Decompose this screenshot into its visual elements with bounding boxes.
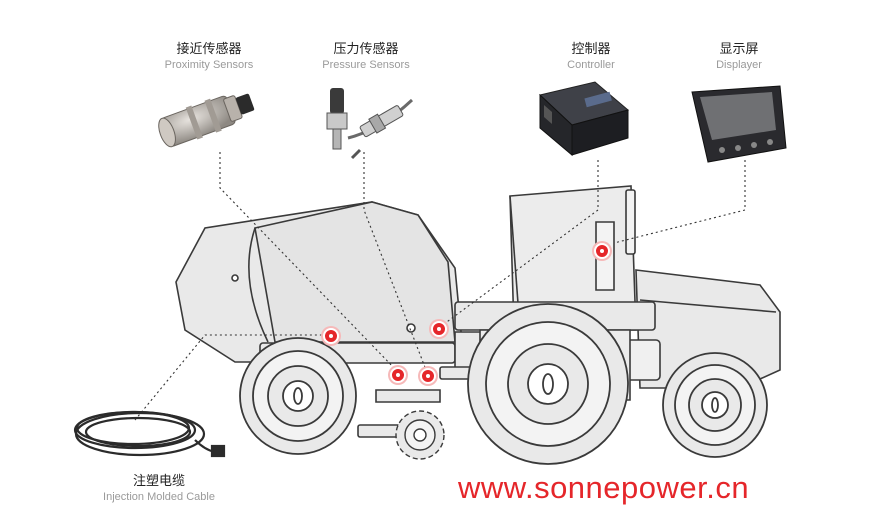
- tractor-front-wheel: [662, 352, 768, 458]
- label-controller: 控制器 Controller: [511, 42, 671, 72]
- marker-proximity[interactable]: [388, 365, 408, 385]
- baler-wheel: [239, 337, 357, 455]
- leader-lines: [134, 152, 746, 421]
- pickup-gear: [395, 410, 445, 460]
- label-cable-cn: 注塑电缆: [132, 474, 185, 489]
- marker-controller[interactable]: [429, 319, 449, 339]
- marker-pressure[interactable]: [418, 366, 438, 386]
- label-pressure-en: Pressure Sensors: [322, 59, 410, 71]
- label-cable: 注塑电缆 Injection Molded Cable: [64, 474, 254, 504]
- label-controller-en: Controller: [567, 59, 615, 71]
- proximity-sensor-image: [158, 93, 255, 148]
- label-display-en: Displayer: [716, 59, 762, 71]
- label-display-cn: 显示屏: [719, 42, 759, 57]
- marker-baler-side[interactable]: [321, 326, 341, 346]
- label-proximity-cn: 接近传感器: [176, 42, 242, 57]
- cable-image: [73, 410, 226, 458]
- tractor-rear-wheel: [467, 303, 629, 465]
- controller-image: [538, 81, 630, 157]
- label-proximity-sensors: 接近传感器 Proximity Sensors: [129, 42, 289, 72]
- label-cable-en: Injection Molded Cable: [103, 491, 215, 503]
- label-pressure-cn: 压力传感器: [333, 42, 399, 57]
- sensor-markers: [321, 241, 612, 386]
- label-display: 显示屏 Displayer: [659, 42, 819, 72]
- marker-display[interactable]: [592, 241, 612, 261]
- website-url[interactable]: www.sonnepower.cn: [458, 470, 750, 505]
- label-controller-cn: 控制器: [571, 42, 611, 57]
- pressure-sensor-image: [326, 88, 414, 160]
- label-proximity-en: Proximity Sensors: [164, 59, 254, 71]
- label-pressure-sensors: 压力传感器 Pressure Sensors: [286, 42, 446, 72]
- display-image: [691, 85, 787, 163]
